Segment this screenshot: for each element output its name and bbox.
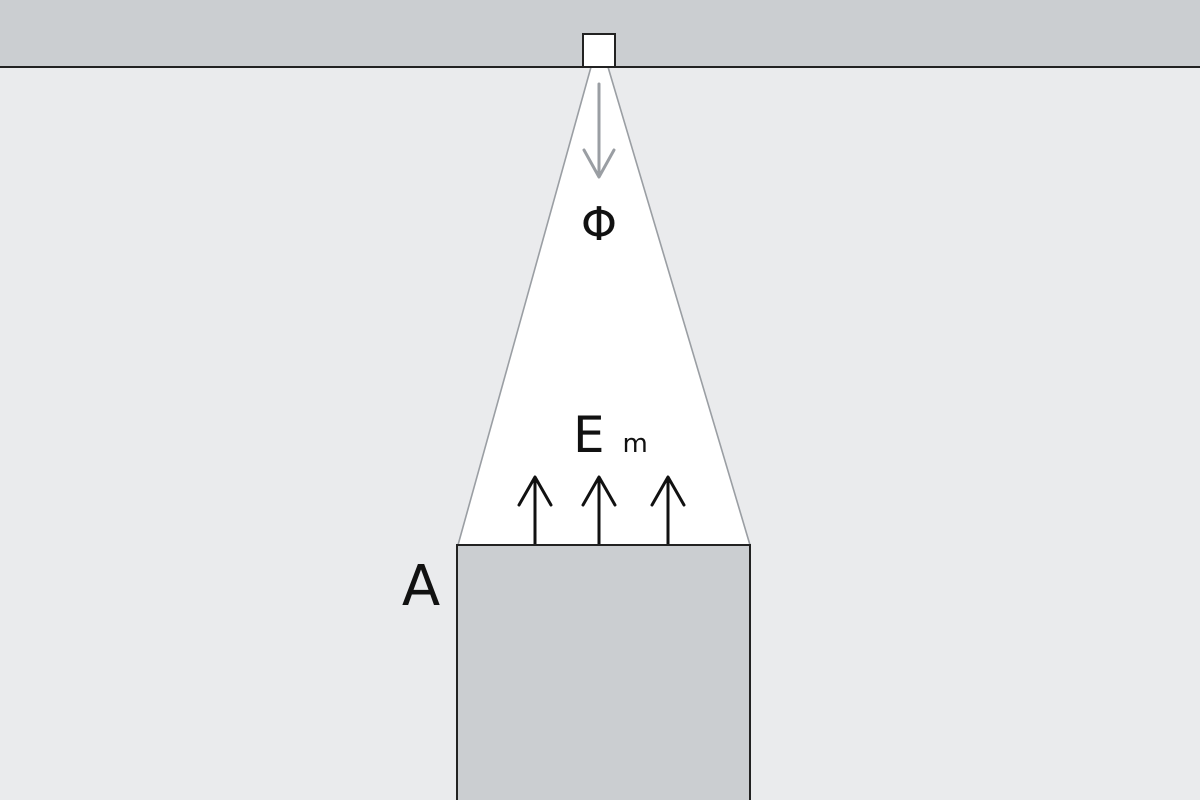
light-cone-right-edge <box>607 66 751 546</box>
illuminated-surface <box>456 544 751 800</box>
light-cone-left-edge <box>457 66 592 546</box>
illuminance-arrow-left <box>517 475 553 547</box>
illuminance-symbol: E <box>573 406 605 464</box>
luminaire <box>582 33 616 68</box>
illuminance-arrow-center <box>581 475 617 547</box>
flux-arrow <box>582 82 616 179</box>
illuminance-label: E m <box>573 406 648 464</box>
flux-symbol: Φ <box>581 197 617 251</box>
area-label: A <box>402 554 440 619</box>
light-cone <box>458 67 750 545</box>
illuminance-arrow-right <box>650 475 686 547</box>
illuminance-subscript: m <box>623 429 648 459</box>
